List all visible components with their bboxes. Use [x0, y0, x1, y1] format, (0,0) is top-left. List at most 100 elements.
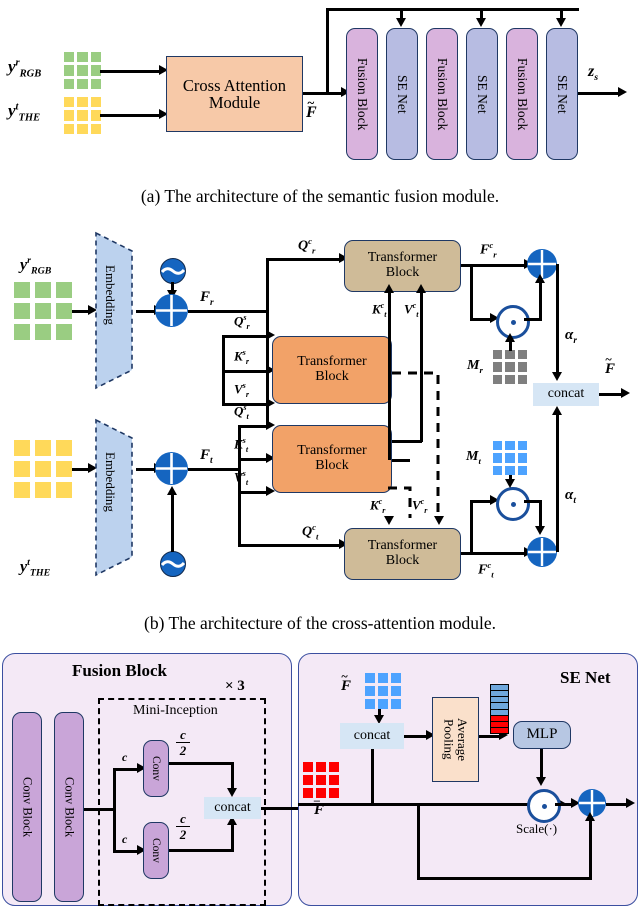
panel-b-rgb-label: yrRGB	[20, 255, 52, 277]
panel-b-thermal-mask-line	[509, 475, 512, 481]
panel-b-thermal-selfk-label: Kst	[234, 436, 249, 454]
panel-b-rgb-pe-line	[171, 282, 174, 292]
panel-b-alpha-t-arrow	[552, 406, 562, 415]
panel-a-stack-label-2: SE Net	[395, 74, 411, 114]
panel-a-stack-fusion-block-3[interactable]: Fusion Block	[506, 28, 538, 160]
panel-b-kr-vr-dashed-paths	[380, 368, 450, 528]
fusion-inception-bot-h	[113, 850, 139, 853]
se-net-fbar-grid	[303, 762, 339, 798]
fusion-inception-bot-out-arrow	[227, 816, 237, 825]
panel-b-thermal-selfq-arrow	[266, 420, 275, 430]
panel-b-kr-cross-label: Kcr	[370, 497, 386, 515]
panel-b-rgb-mulbranch-v	[470, 264, 473, 320]
se-net-mlp-box[interactable]: MLP	[513, 721, 571, 749]
panel-b-thermal-label: ytTHE	[20, 557, 51, 579]
panel-a-output-arrowhead	[618, 87, 627, 97]
fusion-inception-top-h	[113, 768, 139, 771]
panel-b-rgb-mask-grid	[493, 350, 527, 384]
se-net-title: SE Net	[560, 668, 611, 687]
mini-inception-title: Mini-Inception	[133, 703, 218, 718]
panel-a-skip-bus	[326, 8, 579, 11]
fusion-inception-conv-bottom-label: Conv	[150, 838, 163, 863]
panel-b-thermal-selfq-line	[238, 425, 268, 428]
panel-b-thermal-in-arrow	[88, 463, 97, 473]
panel-a-stack-se-net-3[interactable]: SE Net	[546, 28, 578, 160]
panel-a-output-label: zs	[588, 63, 599, 84]
panel-b-rgb-crossq-label: Qcr	[298, 236, 316, 256]
se-net-concat-label: concat	[353, 727, 391, 743]
fusion-inception-conv-top[interactable]: Conv	[143, 740, 169, 797]
se-net-avgpool-out-arrow	[499, 730, 508, 740]
panel-b-thermal-grid	[14, 440, 72, 498]
fusion-conv-block-2[interactable]: Conv Block	[54, 712, 84, 902]
panel-a-output-line	[578, 92, 620, 95]
panel-b-concat-label: concat	[547, 386, 585, 402]
se-net-scale-out-line	[555, 803, 573, 806]
panel-b-thermal-embedding[interactable]: Embedding	[92, 416, 136, 579]
panel-b-rgb-selfk-line	[222, 370, 268, 373]
panel-a-thermal-arrow-line	[100, 114, 161, 117]
panel-a-rgb-arrowhead	[159, 65, 168, 75]
panel-a-drop-line-2	[480, 8, 483, 20]
se-net-residual-up	[589, 820, 592, 877]
panel-a-stack-se-net-1[interactable]: SE Net	[386, 28, 418, 160]
panel-b-rgb-cross-transformer[interactable]: Transformer Block	[344, 240, 461, 292]
se-net-avgpool-box[interactable]: Average Pooling	[432, 697, 479, 782]
panel-b-output-label: ~ F	[605, 352, 616, 377]
panel-b-rgb-mul-out-arrow	[535, 274, 545, 283]
panel-b-rgb-self-transformer[interactable]: Transformer Block	[272, 336, 392, 404]
panel-b-thermal-out-line	[461, 552, 526, 555]
panel-a-drop-arrow-3	[556, 18, 566, 27]
panel-b-vt-cross-h	[392, 440, 422, 443]
panel-b-rgb-mul-out-h	[524, 318, 542, 321]
panel-a-stack-label-5: Fusion Block	[515, 57, 531, 131]
panel-b-rgb-embedding[interactable]: Embedding	[92, 229, 136, 392]
cross-attention-line2: Module	[208, 93, 261, 112]
se-net-output-line	[606, 803, 628, 806]
panel-b-kt-cross-h	[392, 459, 410, 462]
panel-a-stack-fusion-block-1[interactable]: Fusion Block	[346, 28, 378, 160]
panel-a-drop-line-1	[400, 8, 403, 20]
panel-b-thermal-add2-icon	[527, 537, 557, 567]
panel-b-kt-cross-arrow	[384, 284, 394, 293]
panel-b-thermal-mul-out-v	[539, 500, 542, 528]
panel-b-thermal-selfv-line	[238, 491, 268, 494]
panel-b-thermal-cross-transformer[interactable]: Transformer Block	[344, 528, 461, 580]
panel-a-stack-se-net-2[interactable]: SE Net	[466, 28, 498, 160]
panel-b-thermal-mulbranch-arrow	[490, 495, 499, 505]
se-net-ftilde-label: ~ F	[341, 669, 352, 694]
panel-a-stack-fusion-block-2[interactable]: Fusion Block	[426, 28, 458, 160]
panel-a-thermal-grid	[64, 97, 101, 134]
cross-attention-module-box[interactable]: Cross Attention Module	[166, 56, 303, 132]
panel-a-ftilde-label: ~ F	[306, 95, 317, 121]
panel-b-thermal-pe-line	[171, 494, 174, 506]
panel-b-alpha-t-label: αt	[565, 487, 576, 506]
se-net-concat-box[interactable]: concat	[340, 723, 404, 749]
panel-b-rgb-selfk-arrow	[266, 365, 275, 375]
panel-b-thermal-mask-arrow	[505, 479, 515, 488]
panel-b-thermal-crossq-arrow	[339, 539, 348, 549]
panel-b-caption: (b) The architecture of the cross-attent…	[144, 613, 496, 633]
panel-b-vt-cross-label: Vct	[404, 301, 419, 319]
cross-attention-line1: Cross Attention	[182, 75, 287, 95]
panel-a-drop-line-3	[560, 8, 563, 20]
se-net-channel-descriptor-bar	[490, 684, 509, 734]
panel-b-rgb-crossout-label: Fcr	[480, 240, 497, 260]
panel-b-rgb-embedding-label: Embedding	[103, 265, 118, 325]
fusion-conv-block-1[interactable]: Conv Block	[12, 712, 42, 902]
fusion-block-title: Fusion Block	[72, 661, 167, 680]
fusion-inception-in-line	[84, 808, 116, 811]
panel-a-rgb-grid	[64, 52, 101, 89]
fusion-inception-concat[interactable]: concat	[204, 797, 261, 819]
panel-a-stack-label-1: Fusion Block	[355, 57, 371, 131]
panel-b-thermal-pe-riser	[171, 506, 174, 552]
panel-b-vt-cross-v	[420, 292, 423, 442]
panel-b-rgb-emb-out-line	[136, 310, 156, 313]
fusion-inception-conv-bottom[interactable]: Conv	[143, 822, 169, 879]
panel-b-thermal-self-transformer[interactable]: Transformer Block	[272, 425, 392, 493]
se-net-scale-out-arrow	[571, 798, 580, 808]
panel-b-rgb-bus-h	[188, 310, 268, 313]
panel-b-concat-box[interactable]: concat	[533, 383, 599, 406]
panel-b-thermal-selfv-arrow	[266, 486, 275, 496]
fusion-inception-concat-label: concat	[214, 799, 251, 815]
